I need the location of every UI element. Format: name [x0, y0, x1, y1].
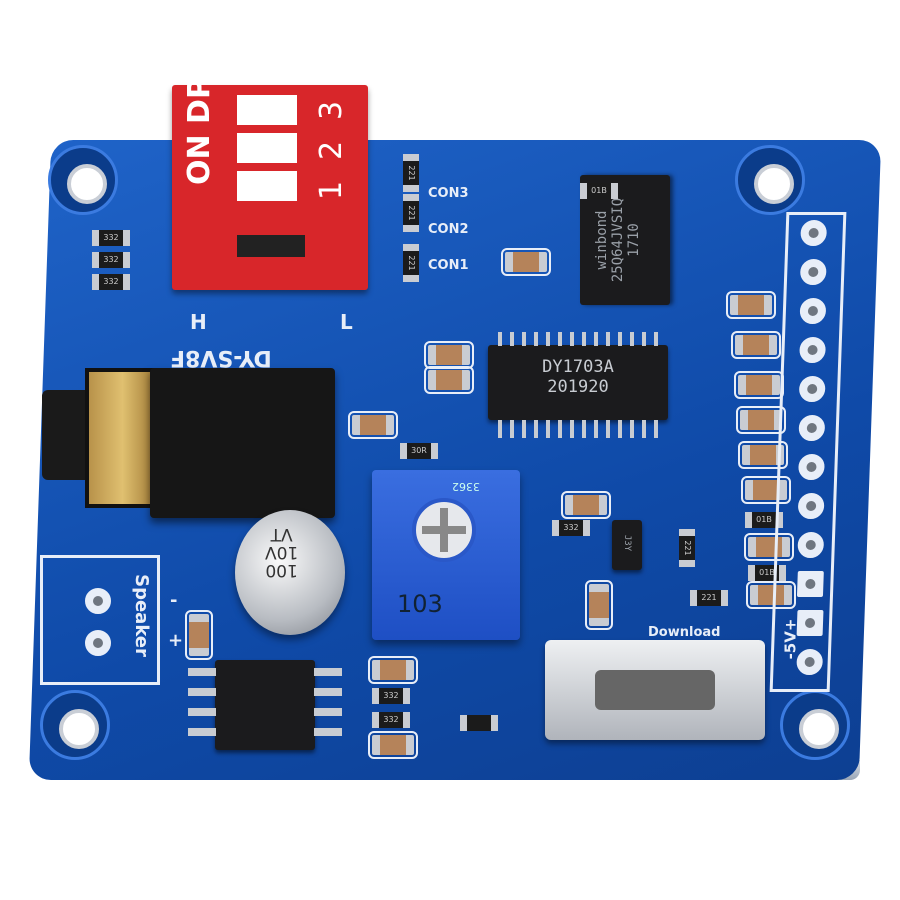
capacitor-smd [726, 291, 776, 319]
resistor: 01B [745, 512, 783, 528]
switch-3-toggle[interactable] [237, 171, 297, 201]
resistor: 332 [372, 688, 410, 704]
capacitor-smd [424, 341, 474, 369]
mounting-hole [780, 690, 850, 760]
amplifier-chip [215, 660, 315, 750]
switch-number: 1 [314, 180, 350, 201]
resistor: 332 [372, 712, 410, 728]
electrolytic-capacitor: 100 10V VT [235, 510, 345, 635]
download-label: Download [648, 625, 721, 640]
con2-label: CON2 [428, 222, 469, 237]
resistor: 332 [92, 230, 130, 246]
header-pin[interactable] [798, 415, 826, 441]
pot-value: 103 [397, 590, 443, 618]
speaker-connector [40, 555, 160, 685]
potentiometer[interactable]: 3362 103 [372, 470, 520, 640]
resistor: 221 [403, 244, 419, 282]
con1-label: CON1 [428, 258, 469, 273]
pot-adjust-screw[interactable] [412, 498, 476, 562]
capacitor-smd [368, 731, 418, 759]
header-pin[interactable] [798, 454, 825, 480]
switch-1-toggle[interactable] [237, 95, 297, 125]
capacitor-smd [501, 248, 551, 276]
resistor [460, 715, 498, 731]
capacitor-smd [187, 605, 211, 665]
label-h: H [190, 310, 207, 334]
header-pin[interactable] [798, 376, 826, 402]
minus-label: - [170, 590, 178, 611]
capacitor-smd [741, 476, 791, 504]
switch-number: 2 [314, 140, 350, 161]
capacitor-voltage: 10V [265, 542, 299, 562]
dip-slot [237, 235, 305, 257]
chip-pins [498, 420, 658, 438]
resistor: 01B [748, 565, 786, 581]
speaker-pin[interactable] [85, 630, 111, 656]
resistor: 332 [552, 520, 590, 536]
resistor: 221 [690, 590, 728, 606]
label-l: L [340, 310, 353, 334]
resistor: 332 [92, 252, 130, 268]
mounting-hole [48, 145, 118, 215]
board-model-label: DY-SV8F [170, 345, 272, 370]
capacitor-series: VT [270, 524, 293, 544]
resistor: 332 [92, 274, 130, 290]
regulator: J3Y [612, 520, 642, 570]
chip-text: 201920 [547, 377, 609, 397]
resistor: 221 [403, 194, 419, 232]
mounting-hole [735, 145, 805, 215]
chip-text: 1710 [626, 223, 642, 257]
capacitor-smd [738, 441, 788, 469]
chip-pins [188, 668, 216, 748]
header-pin[interactable] [799, 259, 827, 285]
header-pin[interactable] [800, 220, 828, 246]
capacitor-smd [734, 371, 784, 399]
capacitor-value: 100 [265, 560, 298, 580]
capacitor-smd [731, 331, 781, 359]
micro-usb-port[interactable] [545, 640, 765, 740]
capacitor-smd [348, 411, 398, 439]
switch-2-toggle[interactable] [237, 133, 297, 163]
dip-switch[interactable]: ON DP 3 2 1 [172, 77, 368, 290]
header-pin[interactable] [796, 649, 824, 675]
switch-number: 3 [314, 100, 350, 121]
capacitor-smd [424, 366, 474, 394]
capacitor-smd [736, 406, 786, 434]
resistor: 30R [400, 443, 438, 459]
mounting-hole [40, 690, 110, 760]
capacitor-smd [746, 581, 796, 609]
capacitor-smd [587, 575, 611, 635]
capacitor-smd [744, 533, 794, 561]
speaker-label: Speaker [130, 574, 152, 657]
audio-jack[interactable] [150, 368, 335, 518]
resistor: 221 [679, 529, 695, 567]
plus-label: + [168, 630, 184, 651]
main-chip: DY1703A 201920 [488, 345, 668, 420]
capacitor-smd [561, 491, 611, 519]
header-pin[interactable] [799, 337, 827, 363]
resistor: 221 [403, 154, 419, 192]
capacitor-text: 100 10V VT [265, 524, 299, 580]
header-pin[interactable] [796, 571, 824, 597]
header-pin[interactable] [797, 532, 825, 558]
chip-pins [498, 332, 658, 346]
header-pin[interactable] [797, 493, 825, 519]
chip-text: DY1703A [542, 357, 614, 377]
header-pin[interactable] [799, 298, 827, 324]
chip-pins [314, 668, 342, 748]
dip-label: ON DP [182, 77, 217, 185]
capacitor-smd [368, 656, 418, 684]
resistor: 01B [580, 183, 618, 199]
con3-label: CON3 [428, 186, 469, 201]
audio-jack-contact [85, 368, 160, 508]
header-pin[interactable] [796, 610, 824, 636]
pot-code: 3362 [452, 480, 480, 493]
power-label: -5V+ [781, 618, 800, 660]
chip-text: J3Y [622, 534, 632, 552]
speaker-pin[interactable] [85, 588, 111, 614]
